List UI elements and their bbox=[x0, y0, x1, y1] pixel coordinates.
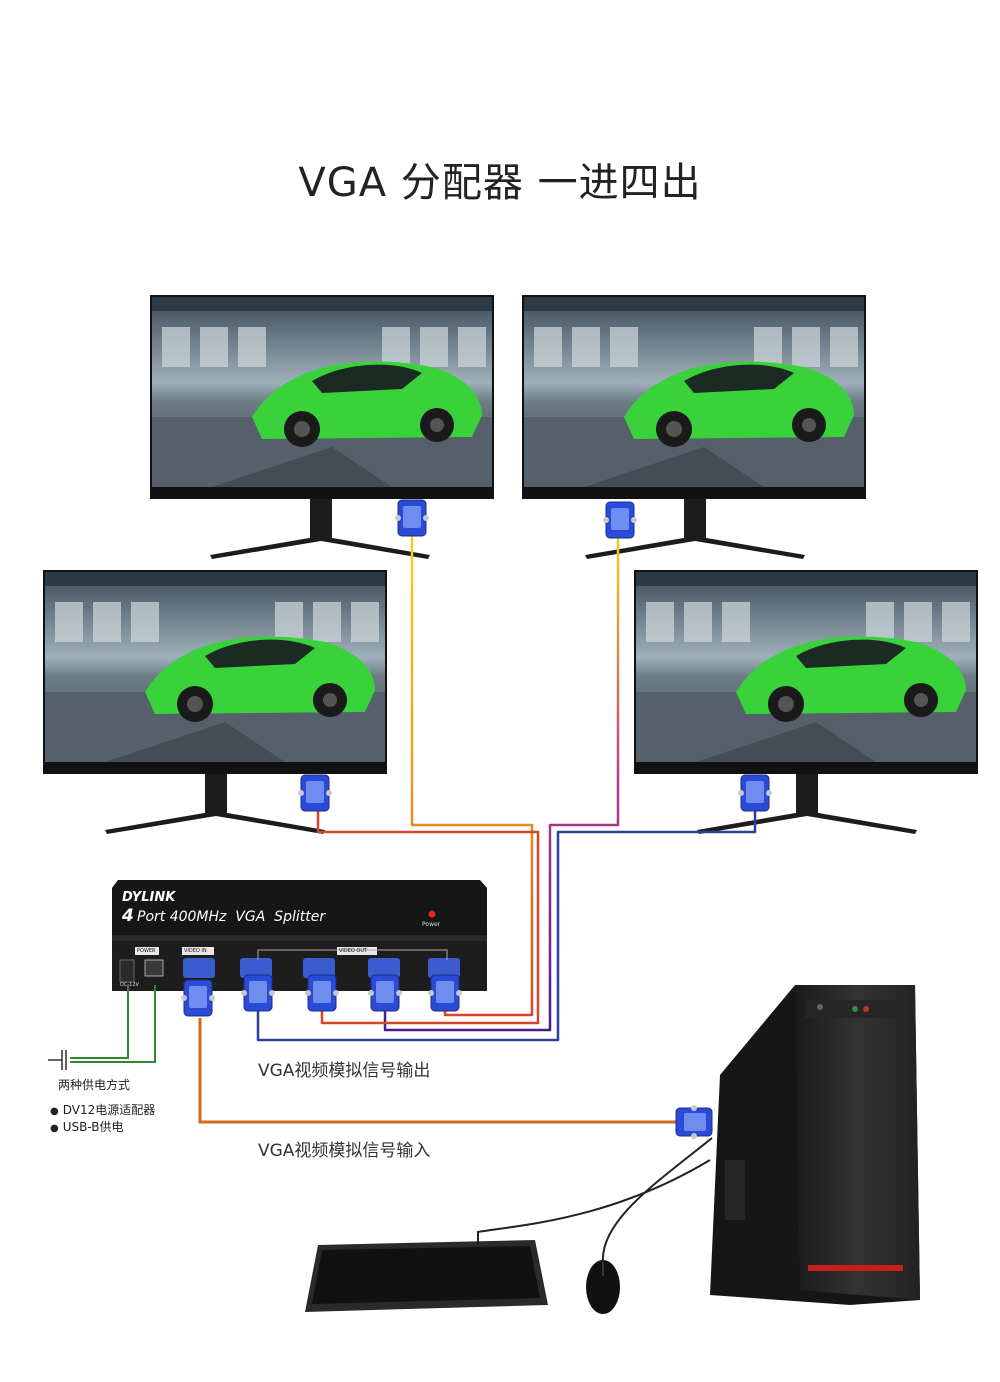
port-video-out-label: VIDEO OUT bbox=[339, 948, 368, 954]
splitter-device bbox=[112, 880, 487, 991]
vga-plug-pc bbox=[675, 1104, 713, 1140]
device-model-text: Port 400MHz VGA Splitter bbox=[137, 909, 326, 925]
keyboard bbox=[305, 1240, 548, 1312]
vga-plug-monitor-3 bbox=[297, 774, 333, 812]
power-cables bbox=[48, 985, 156, 1070]
vga-plug-out-3 bbox=[367, 974, 403, 1012]
mouse-cable bbox=[601, 1137, 713, 1263]
mouse bbox=[586, 1260, 620, 1314]
device-brand: DYLINK bbox=[122, 890, 176, 905]
output-cables bbox=[256, 535, 757, 1042]
monitor-top-left bbox=[150, 295, 494, 559]
vga-plug-out-1 bbox=[240, 974, 276, 1012]
keyboard-cable bbox=[477, 1159, 711, 1245]
vga-plug-monitor-1 bbox=[394, 499, 430, 537]
vga-plug-in bbox=[180, 979, 216, 1017]
vga-plug-monitor-2 bbox=[602, 501, 638, 539]
port-power-label: POWER bbox=[137, 948, 156, 954]
pc-tower bbox=[710, 985, 920, 1305]
power-led-label: Power bbox=[422, 921, 441, 928]
port-video-in-label: VIDEO IN bbox=[184, 948, 207, 954]
vga-plug-out-4 bbox=[427, 974, 463, 1012]
power-option-2: USB-B供电 bbox=[50, 1118, 124, 1135]
device-model-number: 4 bbox=[122, 906, 134, 926]
monitor-mid-left bbox=[43, 570, 387, 834]
page-title: VGA 分配器 一进四出 bbox=[298, 160, 702, 206]
output-signal-label: VGA视频模拟信号输出 bbox=[258, 1061, 431, 1081]
monitor-mid-right bbox=[634, 570, 978, 834]
monitor-top-right bbox=[522, 295, 866, 559]
power-option-1: DV12电源适配器 bbox=[50, 1101, 156, 1118]
input-signal-label: VGA视频模拟信号输入 bbox=[258, 1141, 431, 1161]
dc-label: DC-12V bbox=[120, 982, 139, 988]
input-cable bbox=[198, 1018, 680, 1124]
vga-plug-monitor-4 bbox=[737, 774, 773, 812]
power-methods-label: 两种供电方式 bbox=[58, 1078, 131, 1092]
vga-plug-out-2 bbox=[304, 974, 340, 1012]
